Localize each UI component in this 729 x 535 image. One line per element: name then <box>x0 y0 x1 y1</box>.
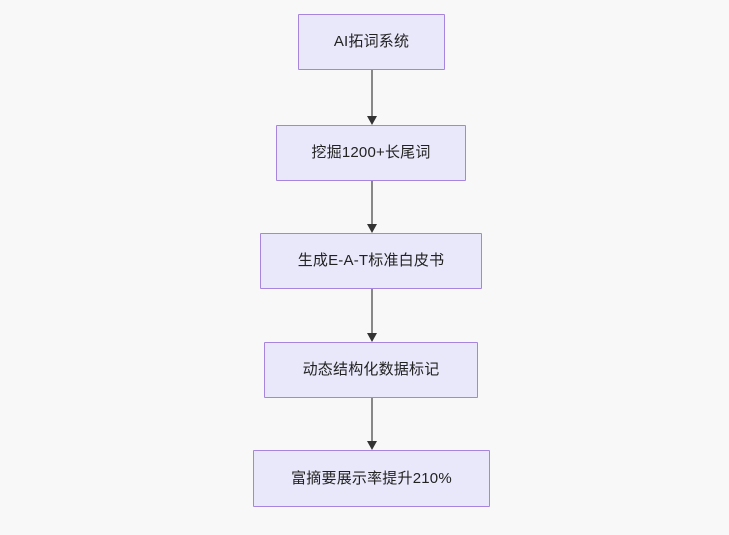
flowchart-node-5[interactable]: 富摘要展示率提升210% <box>253 450 490 507</box>
edge-line <box>371 181 373 225</box>
flowchart-node-1[interactable]: AI拓词系统 <box>298 14 445 70</box>
node-label: 动态结构化数据标记 <box>302 361 440 378</box>
node-label: 挖掘1200+长尾词 <box>311 144 431 161</box>
arrowhead-icon <box>367 333 377 342</box>
edge-n2-n3 <box>367 181 377 233</box>
node-label: AI拓词系统 <box>333 33 410 50</box>
edge-line <box>371 70 373 117</box>
flowchart-node-4[interactable]: 动态结构化数据标记 <box>264 342 478 398</box>
flowchart-node-2[interactable]: 挖掘1200+长尾词 <box>276 125 466 181</box>
arrowhead-icon <box>367 441 377 450</box>
edge-n3-n4 <box>367 289 377 342</box>
arrowhead-icon <box>367 224 377 233</box>
edge-line <box>371 398 373 442</box>
node-label: 富摘要展示率提升210% <box>291 469 452 487</box>
flowchart-node-3[interactable]: 生成E-A-T标准白皮书 <box>260 233 482 289</box>
edge-n4-n5 <box>367 398 377 450</box>
node-label: 生成E-A-T标准白皮书 <box>297 252 445 269</box>
edge-line <box>371 289 373 334</box>
edge-n1-n2 <box>367 70 377 125</box>
arrowhead-icon <box>367 116 377 125</box>
